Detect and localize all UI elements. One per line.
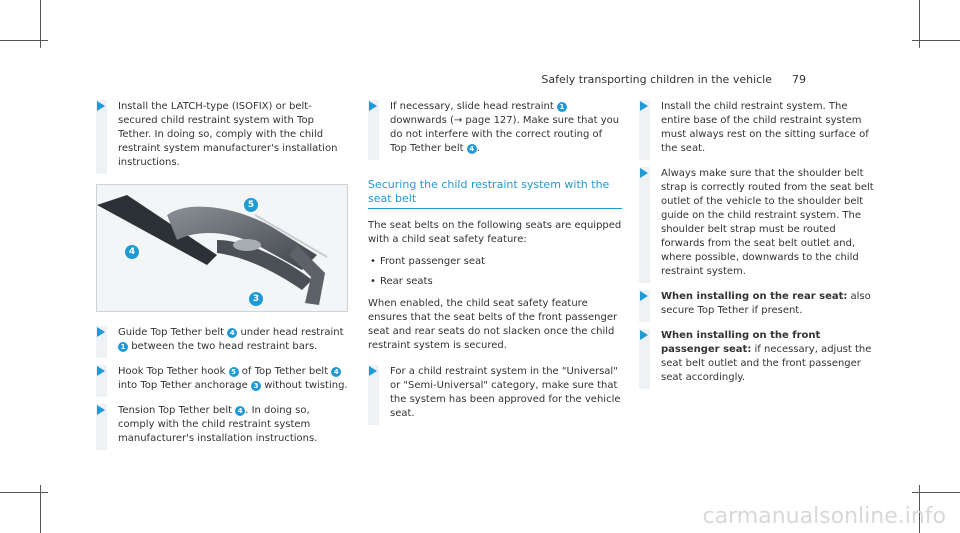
crop-mark [919, 485, 920, 533]
callout-number: 1 [556, 102, 567, 112]
instruction-step: Hook Top Tether hook 5 of Top Tether bel… [96, 365, 348, 397]
column-1: Install the LATCH-type (ISOFIX) or belt-… [96, 100, 348, 181]
crop-mark [0, 40, 48, 41]
step-arrow-icon [97, 405, 105, 415]
crop-mark [919, 0, 920, 48]
page-header-title: Safely transporting children in the vehi… [541, 73, 772, 86]
instruction-step: If necessary, slide head restraint 1 dow… [368, 100, 622, 160]
callout-number: 3 [251, 381, 261, 391]
step-arrow-icon [97, 366, 105, 376]
crop-mark [912, 40, 960, 41]
callout-number: 4 [227, 328, 238, 338]
seat-list: Front passenger seat Rear seats [368, 255, 622, 289]
callout-number: 4 [235, 406, 246, 416]
belt-diagram-icon [97, 195, 328, 305]
step-arrow-icon [97, 101, 105, 111]
page-number: 79 [792, 73, 806, 86]
crop-mark [0, 492, 48, 493]
section-title: Securing the child restraint system with… [368, 178, 610, 205]
callout-number: 4 [331, 367, 342, 377]
callout-label: 3 [249, 292, 263, 306]
instruction-step: Tension Top Tether belt 4. In doing so, … [96, 404, 348, 450]
crop-mark [40, 0, 41, 48]
instruction-step: When installing on the rear seat: also s… [639, 290, 879, 322]
step-arrow-icon [640, 291, 648, 301]
column-2: If necessary, slide head restraint 1 dow… [368, 100, 622, 432]
step-arrow-icon [640, 330, 648, 340]
step-arrow-icon [97, 327, 105, 337]
instruction-step: Always make sure that the shoulder belt … [639, 167, 879, 283]
instruction-step: When installing on the front passenger s… [639, 329, 879, 389]
step-arrow-icon [369, 366, 377, 376]
callout-number: 1 [118, 342, 128, 352]
column-3: Install the child restraint system. The … [639, 100, 879, 396]
section-divider [368, 208, 622, 209]
crop-mark [40, 485, 41, 533]
instruction-step: Guide Top Tether belt 4 under head restr… [96, 326, 348, 358]
crop-mark [912, 492, 960, 493]
instruction-step: For a child restraint system in the "Uni… [368, 365, 622, 425]
top-tether-illustration: 5 4 3 [96, 184, 348, 312]
step-arrow-icon [369, 101, 377, 111]
step-arrow-icon [640, 168, 648, 178]
instruction-step: Install the LATCH-type (ISOFIX) or belt-… [96, 100, 348, 174]
callout-number: 5 [228, 367, 239, 377]
step-arrow-icon [640, 101, 648, 111]
column-1-steps: Guide Top Tether belt 4 under head restr… [96, 326, 348, 457]
body-paragraph: When enabled, the child seat safety feat… [368, 298, 618, 351]
intro-text: The seat belts on the following seats ar… [368, 220, 622, 245]
watermark: carmanualsonline.info [702, 504, 946, 529]
instruction-step: Install the child restraint system. The … [639, 100, 879, 160]
list-item: Rear seats [368, 275, 622, 289]
list-item: Front passenger seat [368, 255, 622, 269]
callout-number: 4 [466, 144, 477, 154]
callout-label: 5 [244, 198, 258, 212]
callout-label: 4 [125, 245, 139, 259]
